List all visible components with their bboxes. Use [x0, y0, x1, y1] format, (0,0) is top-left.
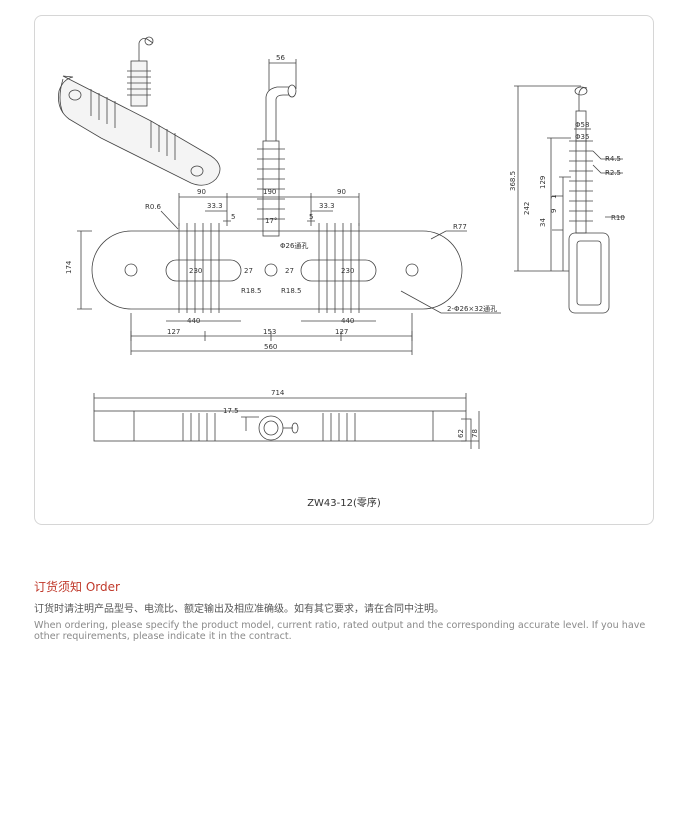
drawing-panel: 56 90 190 90 33.3 33.3 5 5 R0.6 R77 17° …	[34, 15, 654, 525]
dim-368-5: 368.5	[509, 171, 517, 191]
plan-view	[77, 59, 501, 355]
order-text-cn: 订货时请注明产品型号、电流比、额定输出及相应准确级。如有其它要求，请在合同中注明…	[34, 604, 444, 615]
dim-174: 174	[65, 260, 73, 274]
dim-27-right: 27	[285, 267, 294, 275]
dim-17-5: 17.5	[223, 407, 239, 415]
dim-242: 242	[523, 202, 531, 215]
dim-90-left: 90	[197, 188, 206, 196]
dim-5-left: 5	[231, 213, 235, 221]
label-17deg: 17°	[265, 217, 277, 225]
dim-1: 1	[550, 195, 558, 199]
label-r4-5: R4.5	[605, 155, 621, 163]
dim-62: 62	[457, 429, 465, 438]
label-hole26: Φ26通孔	[280, 241, 308, 250]
dim-27-left: 27	[244, 267, 253, 275]
iso-view	[58, 36, 221, 186]
label-r0-6: R0.6	[145, 203, 162, 211]
dim-34: 34	[539, 218, 547, 227]
label-phi58: Φ58	[575, 121, 589, 129]
dim-153: 153	[263, 328, 276, 336]
dim-190: 190	[263, 188, 276, 196]
dim-440-left: 440	[187, 317, 200, 325]
label-r18-5-right: R18.5	[281, 287, 301, 295]
dim-56: 56	[276, 54, 285, 62]
label-r2-5: R2.5	[605, 169, 621, 177]
dim-33-3-left: 33.3	[207, 202, 223, 210]
side-view	[514, 85, 625, 314]
label-r77: R77	[453, 223, 467, 231]
elevation-view	[93, 393, 480, 449]
dim-129: 129	[539, 176, 547, 189]
label-r10: R10	[611, 214, 625, 222]
label-r18-5-left: R18.5	[241, 287, 261, 295]
dim-440-right: 440	[341, 317, 354, 325]
dim-127-right: 127	[335, 328, 348, 336]
dim-560: 560	[264, 343, 277, 351]
dim-714: 714	[271, 389, 285, 397]
dim-230-right: 230	[341, 267, 354, 275]
label-slots: 2-Φ26×32通孔	[447, 304, 497, 313]
dim-127-left: 127	[167, 328, 180, 336]
dim-33-3-right: 33.3	[319, 202, 335, 210]
model-caption: ZW43-12(零序)	[307, 498, 381, 509]
dim-5-right: 5	[309, 213, 313, 221]
dim-90-right: 90	[337, 188, 346, 196]
dim-9: 9	[550, 209, 558, 213]
label-phi35: Φ35	[575, 133, 589, 141]
order-title: 订货须知 Order	[34, 580, 120, 594]
dim-230-left: 230	[189, 267, 202, 275]
order-text-en: When ordering, please specify the produc…	[34, 620, 646, 642]
dim-78: 78	[471, 429, 479, 438]
technical-drawing: 56 90 190 90 33.3 33.3 5 5 R0.6 R77 17° …	[58, 36, 625, 449]
